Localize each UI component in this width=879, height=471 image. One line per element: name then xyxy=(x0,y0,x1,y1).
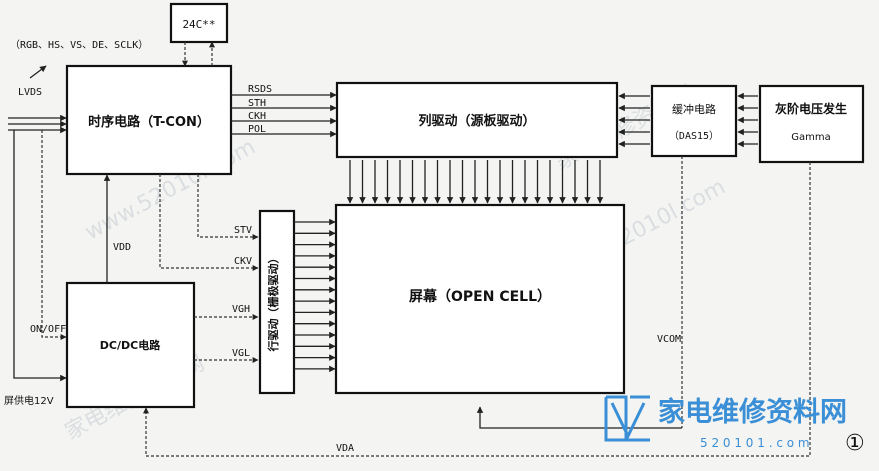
stv-label: STV xyxy=(234,225,252,236)
eeprom-block xyxy=(169,2,229,44)
eeprom-label: 24C** xyxy=(182,18,215,31)
stv-line xyxy=(197,174,259,240)
gate-line-group xyxy=(294,218,336,373)
row-driver-label: 行驱动（栅极驱动） xyxy=(266,253,280,353)
row-driver-block xyxy=(258,209,296,395)
on-off-line xyxy=(41,130,67,340)
book-fold-icon xyxy=(610,402,646,440)
source-line-group xyxy=(346,160,604,204)
watermark-logo: 家电维修资料网 5 2 0 1 0 1 . c o m xyxy=(604,395,847,450)
screen-label: 屏幕（OPEN CELL） xyxy=(409,288,551,305)
vcom-return-line xyxy=(476,406,682,429)
tcon-label: 时序电路（T-CON） xyxy=(88,114,210,130)
column-driver-block xyxy=(335,81,619,159)
ckv-line xyxy=(159,174,259,271)
logo-url-text: 5 2 0 1 0 1 . c o m xyxy=(700,436,810,450)
buffer-label-1: 缓冲电路 xyxy=(672,102,716,116)
on-off-label: ON/OFF xyxy=(30,324,66,335)
buffer-link-group xyxy=(618,92,758,148)
pol-label: POL xyxy=(248,124,266,135)
vcom-label: VCOM xyxy=(657,334,681,345)
lvds-pointer xyxy=(29,65,47,79)
gamma-block xyxy=(758,84,865,164)
power-12v-line xyxy=(13,130,67,382)
tcon-block xyxy=(65,64,233,176)
dcdc-label: DC/DC电路 xyxy=(100,338,161,352)
sth-label: STH xyxy=(248,98,266,109)
lvds-label: LVDS xyxy=(18,87,42,98)
gamma-label-2: Gamma xyxy=(791,132,831,143)
screen-block xyxy=(334,203,626,395)
book-icon xyxy=(604,395,650,442)
vgh-label: VGH xyxy=(232,304,250,315)
vda-line xyxy=(143,162,811,457)
vda-label: VDA xyxy=(336,443,354,454)
vgl-label: VGL xyxy=(232,348,250,359)
gamma-label-1: 灰阶电压发生 xyxy=(775,101,847,116)
vdd-label: VDD xyxy=(113,242,131,253)
ckv-label: CKV xyxy=(234,256,252,267)
input-group-label: （RGB、HS、VS、DE、SCLK） xyxy=(10,39,148,51)
buffer-block xyxy=(650,84,738,158)
ckh-label: CKH xyxy=(248,111,266,122)
logo-cn-text: 家电维修资料网 xyxy=(658,396,847,428)
column-driver-label: 列驱动（源板驱动） xyxy=(418,113,535,129)
power-12v-label: 屏供电12V xyxy=(4,394,54,407)
figure-number: ① xyxy=(845,431,865,456)
buffer-label-2: （DAS15） xyxy=(669,130,719,142)
rsds-label: RSDS xyxy=(248,84,272,95)
dcdc-block xyxy=(65,281,196,409)
